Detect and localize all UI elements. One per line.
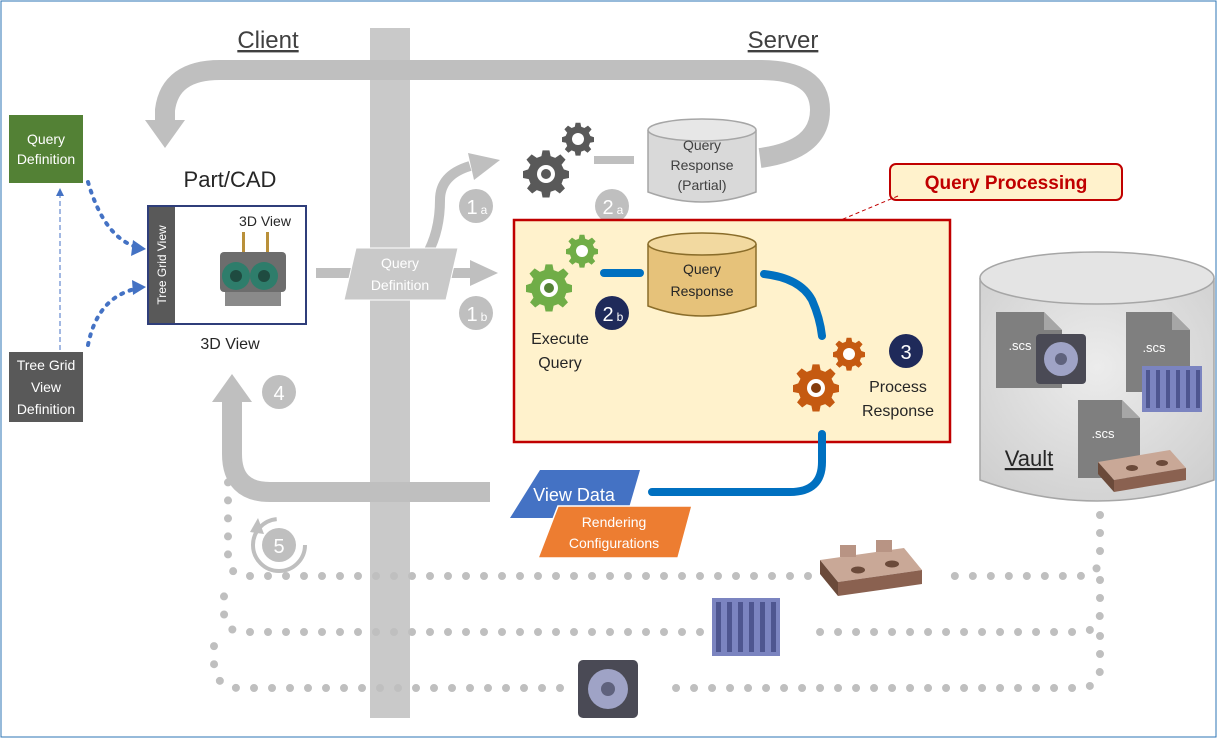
rendering-line2: Configurations bbox=[569, 535, 659, 551]
step-1a-badge bbox=[459, 189, 493, 223]
step-4-badge bbox=[262, 375, 296, 409]
process-response-line1: Process bbox=[869, 379, 927, 396]
tree-grid-dotted-arrow bbox=[86, 286, 142, 347]
scs-file-2: .scs bbox=[1126, 312, 1202, 412]
rendering-line1: Rendering bbox=[582, 514, 647, 530]
query-definition-flow-line1: Query bbox=[381, 255, 419, 271]
tree-grid-definition-line1: Tree Grid bbox=[17, 357, 76, 373]
scs-file-1: .scs bbox=[996, 312, 1086, 388]
bracket-model-path bbox=[820, 540, 922, 596]
process-to-viewdata-connector bbox=[648, 430, 826, 496]
heatsink-model-vault bbox=[1142, 366, 1202, 412]
process-gears-icon bbox=[793, 337, 865, 412]
process-response-line2: Response bbox=[862, 403, 934, 420]
client-header: Client bbox=[237, 27, 299, 54]
server-header: Server bbox=[748, 27, 819, 54]
step-1b-sub: b bbox=[481, 310, 488, 324]
step-2b-sub: b bbox=[617, 310, 624, 324]
step-1b-number: 1 bbox=[466, 304, 477, 326]
step-2a-badge bbox=[595, 189, 629, 223]
scs-file-1-ext: .scs bbox=[1008, 338, 1032, 353]
cad-assembly-model bbox=[220, 232, 286, 306]
tree-grid-definition-line3: Definition bbox=[17, 401, 75, 417]
step-1a-number: 1 bbox=[466, 197, 477, 219]
tree-grid-view-panel bbox=[149, 207, 175, 323]
step-2a-sub: a bbox=[617, 203, 624, 217]
query-processing-callout bbox=[889, 163, 1123, 201]
execute-query-line2: Query bbox=[538, 355, 582, 372]
vault-label: Vault bbox=[1005, 446, 1054, 471]
step-5-number: 5 bbox=[273, 536, 284, 558]
return-arrow-partial bbox=[155, 60, 831, 168]
tree-grid-dotted-arrowhead bbox=[132, 280, 146, 295]
query-flow-arrowhead-1b bbox=[470, 260, 498, 286]
query-definition-dotted-arrow bbox=[86, 180, 142, 250]
client-server-divider bbox=[370, 28, 410, 718]
step-2a-number: 2 bbox=[602, 197, 613, 219]
query-definition-box bbox=[9, 115, 83, 183]
query-definition-box-line2: Definition bbox=[17, 151, 75, 167]
query-response-cylinder bbox=[647, 232, 757, 317]
scs-file-2-ext: .scs bbox=[1142, 340, 1166, 355]
three-d-view-caption: 3D View bbox=[200, 336, 260, 353]
scs-file-3-ext: .scs bbox=[1091, 426, 1115, 441]
partial-response-line2: Response bbox=[670, 157, 733, 173]
step-1a-sub: a bbox=[481, 203, 488, 217]
partial-response-line1: Query bbox=[683, 137, 721, 153]
query-response-line1: Query bbox=[683, 261, 721, 277]
bracket-model-vault bbox=[1098, 450, 1186, 492]
step-3-number: 3 bbox=[900, 342, 911, 364]
motor-model-path bbox=[578, 660, 638, 718]
step-2b-number: 2 bbox=[602, 304, 613, 326]
query-definition-box-line1: Query bbox=[27, 131, 65, 147]
dotted-return-2-left bbox=[220, 584, 704, 636]
execute-gears-icon bbox=[526, 234, 598, 312]
step-1b-badge bbox=[459, 296, 493, 330]
part-cad-title: Part/CAD bbox=[184, 167, 277, 192]
step-5-cycle-icon bbox=[250, 517, 307, 573]
query-definition-flow-shape bbox=[343, 247, 459, 301]
view-data-label: View Data bbox=[533, 485, 616, 505]
partial-response-line3: (Partial) bbox=[677, 177, 726, 193]
gray-gears-icon bbox=[523, 122, 594, 198]
return-arrowhead-view-data bbox=[212, 374, 252, 402]
query-definition-flow-line2: Definition bbox=[371, 277, 429, 293]
step-4-number: 4 bbox=[273, 383, 284, 405]
query-response-line2: Response bbox=[670, 283, 733, 299]
three-d-view-inner-label: 3D View bbox=[239, 213, 292, 229]
query-processing-callout-text: Query Processing bbox=[925, 173, 1088, 194]
callout-leader-line bbox=[835, 195, 899, 223]
response-to-process-connector bbox=[760, 270, 826, 340]
dotted-return-1-left bbox=[224, 446, 812, 580]
query-flow-arrowhead-1a bbox=[468, 153, 500, 180]
step-2b-badge bbox=[595, 296, 629, 330]
tree-grid-definition-line2: View bbox=[31, 379, 62, 395]
tree-grid-view-label: Tree Grid View bbox=[155, 225, 169, 305]
scs-file-3: .scs bbox=[1078, 400, 1186, 492]
dotted-return-3-left bbox=[210, 640, 564, 692]
dotted-return-1-right bbox=[946, 511, 1104, 580]
rendering-configurations-shape bbox=[536, 505, 693, 559]
heatsink-model-path bbox=[712, 598, 780, 656]
return-arrow-view-data bbox=[222, 402, 490, 502]
query-definition-dotted-arrowhead bbox=[131, 240, 146, 256]
return-arrowhead-partial bbox=[145, 120, 185, 148]
execute-query-line1: Execute bbox=[531, 331, 589, 348]
tree-grid-definition-box bbox=[9, 352, 83, 422]
step-3-badge bbox=[889, 334, 923, 368]
partial-response-cylinder bbox=[647, 118, 757, 203]
